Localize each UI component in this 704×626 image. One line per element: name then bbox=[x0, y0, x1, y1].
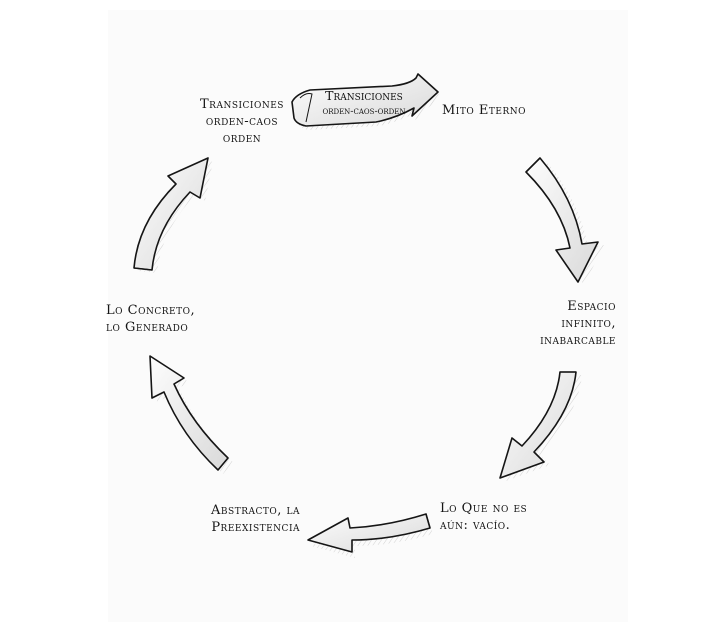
banner-subtitle: orden-caos-orden bbox=[322, 106, 405, 117]
label-line: inabarcable bbox=[540, 333, 616, 348]
label-line: orden-caos bbox=[205, 114, 279, 129]
banner-title: Transiciones bbox=[325, 88, 403, 103]
arrow-right bbox=[499, 371, 582, 481]
banner-arrow: Transiciones orden-caos-orden bbox=[291, 73, 441, 130]
label-lo-concreto: Lo Concreto, lo Generado bbox=[106, 302, 226, 336]
label-line: lo Generado bbox=[106, 320, 189, 335]
label-line: aún: vacío. bbox=[440, 518, 511, 533]
label-line: Transiciones bbox=[200, 97, 284, 112]
label-line: Lo Que no es bbox=[440, 501, 528, 516]
label-line: Lo Concreto, bbox=[106, 303, 196, 318]
label-abstracto-preexistencia: Abstracto, la Preexistencia bbox=[184, 502, 300, 536]
label-line: orden bbox=[222, 131, 262, 146]
label-line: Abstracto, la bbox=[211, 503, 300, 518]
label-transiciones-orden-caos-orden: Transiciones orden-caos orden bbox=[186, 96, 298, 147]
label-line: Espacio bbox=[567, 299, 616, 314]
label-line: Preexistencia bbox=[211, 520, 300, 535]
arrow-bottom bbox=[307, 513, 433, 558]
arrow-bottom-left bbox=[149, 355, 233, 474]
label-line: infinito, bbox=[561, 316, 616, 331]
label-mito-eterno: Mito Eterno bbox=[442, 102, 552, 119]
arrow-top-right bbox=[525, 157, 604, 285]
label-lo-que-no-es: Lo Que no es aún: vacío. bbox=[440, 500, 560, 534]
label-line: Mito Eterno bbox=[442, 103, 526, 118]
label-espacio-infinito: Espacio infinito, inabarcable bbox=[500, 298, 616, 349]
arrow-left bbox=[133, 157, 213, 273]
